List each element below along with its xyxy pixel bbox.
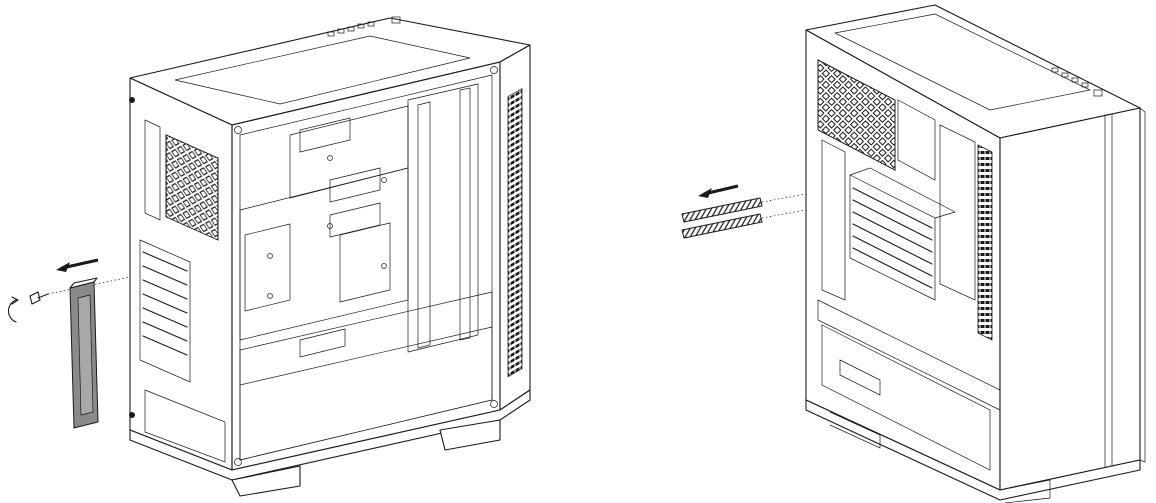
top-io-buttons <box>1051 67 1103 97</box>
case-foot <box>999 479 1051 503</box>
case-foot <box>829 411 881 449</box>
side-glass-panel <box>999 107 1141 491</box>
io-shield-opening <box>897 99 936 181</box>
front-panel-vents <box>507 87 523 378</box>
dust-filter-strips <box>681 197 763 239</box>
pci-slot-bracket <box>69 277 99 429</box>
psu-bay <box>821 324 991 471</box>
rear-fan-mesh <box>817 59 896 171</box>
motherboard-tray <box>239 167 409 341</box>
front-panel-vents <box>977 144 993 341</box>
io-shield-opening <box>144 119 161 221</box>
rear-fan-mesh <box>165 134 219 241</box>
front-radiator-mount <box>407 83 479 353</box>
psu-bay <box>144 389 226 463</box>
top-io-buttons <box>327 16 401 37</box>
case-base <box>129 389 531 481</box>
right-view <box>681 4 1146 503</box>
pci-slots <box>139 239 191 383</box>
removal-arrow-left <box>56 258 99 272</box>
removal-arrow-right <box>698 184 739 198</box>
case-foot <box>439 419 501 451</box>
case-chassis-right <box>805 4 1146 503</box>
thumb-screw <box>29 291 49 305</box>
left-view <box>7 16 531 497</box>
psu-shroud <box>239 291 493 461</box>
case-foot <box>231 465 301 497</box>
rotate-arrow-icon <box>7 296 19 323</box>
case-chassis-left <box>129 16 531 497</box>
top-vent-area <box>174 35 471 105</box>
pci-slots <box>849 174 936 301</box>
